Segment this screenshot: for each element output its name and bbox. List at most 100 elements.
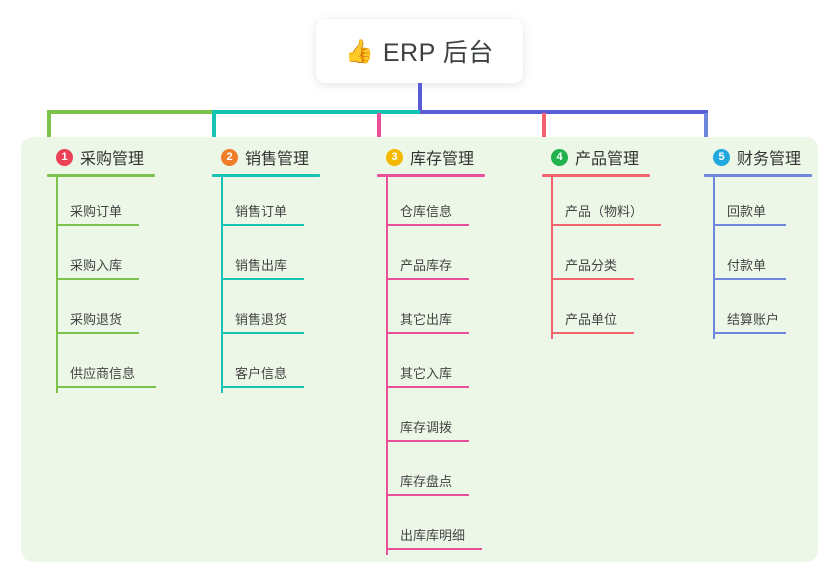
leaf-node[interactable]: 付款单 <box>695 231 815 285</box>
drop-line-3 <box>377 113 381 141</box>
leaf-node[interactable]: 结算账户 <box>695 285 815 339</box>
leaf-node[interactable]: 其它出库 <box>368 285 518 339</box>
leaf-node[interactable]: 产品单位 <box>533 285 683 339</box>
column-title-5: 财务管理 <box>737 151 802 168</box>
leaf-rule <box>713 224 786 226</box>
leaf-label: 产品分类 <box>565 258 618 273</box>
column-badge-2: 2 <box>221 148 238 166</box>
leaf-node[interactable]: 产品（物料） <box>533 177 683 231</box>
leaf-rule <box>221 386 304 388</box>
column-header-3[interactable]: 3 库存管理 <box>386 145 518 169</box>
leaf-rule <box>221 224 304 226</box>
column-spine-5 <box>713 177 715 339</box>
column-badge-3: 3 <box>386 148 403 166</box>
column-title-4: 产品管理 <box>575 151 640 168</box>
column-rule-2 <box>212 174 320 177</box>
column-badge-4: 4 <box>551 148 568 166</box>
leaf-rule <box>221 278 304 280</box>
column-header-2[interactable]: 2 销售管理 <box>221 145 353 169</box>
column-rule-1 <box>47 174 155 177</box>
leaf-rule <box>713 332 786 334</box>
drop-line-4 <box>542 113 546 141</box>
column-spine-2 <box>221 177 223 393</box>
leaf-node[interactable]: 销售出库 <box>203 231 353 285</box>
leaf-label: 库存盘点 <box>400 474 453 489</box>
column-items-4: 产品（物料） 产品分类产品单位 <box>533 177 683 339</box>
leaf-rule <box>386 224 469 226</box>
leaf-label: 销售订单 <box>235 204 288 219</box>
leaf-label: 产品单位 <box>565 312 618 327</box>
column-2: 2 销售管理销售订单销售出库销售退货客户信息 <box>203 145 353 393</box>
leaf-node[interactable]: 采购退货 <box>38 285 188 339</box>
leaf-label: 采购退货 <box>70 312 123 327</box>
leaf-rule <box>386 548 482 550</box>
leaf-node[interactable]: 采购入库 <box>38 231 188 285</box>
leaf-label: 供应商信息 <box>70 366 136 381</box>
leaf-rule <box>56 332 139 334</box>
column-4: 4 产品管理产品（物料） 产品分类产品单位 <box>533 145 683 339</box>
column-badge-1: 1 <box>56 148 73 166</box>
leaf-node[interactable]: 仓库信息 <box>368 177 518 231</box>
leaf-label: 出库库明细 <box>400 528 466 543</box>
leaf-label: 产品（物料） <box>565 204 644 219</box>
leaf-node[interactable]: 采购订单 <box>38 177 188 231</box>
column-rule-3 <box>377 174 485 177</box>
column-spine-1 <box>56 177 58 393</box>
leaf-node[interactable]: 客户信息 <box>203 339 353 393</box>
leaf-label: 销售退货 <box>235 312 288 327</box>
column-items-5: 回款单付款单结算账户 <box>695 177 815 339</box>
column-title-2: 销售管理 <box>245 151 310 168</box>
column-header-4[interactable]: 4 产品管理 <box>551 145 683 169</box>
leaf-rule <box>56 386 156 388</box>
column-badge-5: 5 <box>713 148 730 166</box>
column-title-3: 库存管理 <box>410 151 475 168</box>
drop-line-1 <box>47 113 51 141</box>
leaf-node[interactable]: 产品库存 <box>368 231 518 285</box>
leaf-label: 其它出库 <box>400 312 453 327</box>
leaf-node[interactable]: 其它入库 <box>368 339 518 393</box>
leaf-rule <box>386 386 469 388</box>
leaf-rule <box>221 332 304 334</box>
leaf-node[interactable]: 出库库明细 <box>368 501 518 555</box>
leaf-label: 付款单 <box>727 258 767 273</box>
leaf-label: 采购入库 <box>70 258 123 273</box>
leaf-node[interactable]: 库存盘点 <box>368 447 518 501</box>
connector-segment-teal <box>212 110 420 114</box>
diagram-panel <box>21 137 818 562</box>
leaf-node[interactable]: 回款单 <box>695 177 815 231</box>
leaf-node[interactable]: 产品分类 <box>533 231 683 285</box>
leaf-rule <box>56 224 139 226</box>
column-spine-4 <box>551 177 553 339</box>
leaf-label: 结算账户 <box>727 312 780 327</box>
leaf-rule <box>386 440 469 442</box>
column-items-3: 仓库信息产品库存其它出库其它入库库存调拨库存盘点出库库明细 <box>368 177 518 555</box>
leaf-label: 产品库存 <box>400 258 453 273</box>
root-node-card[interactable]: 👍 ERP 后台 <box>316 19 523 83</box>
column-rule-4 <box>542 174 650 177</box>
leaf-node[interactable]: 销售退货 <box>203 285 353 339</box>
leaf-rule <box>713 278 786 280</box>
leaf-label: 仓库信息 <box>400 204 453 219</box>
leaf-label: 库存调拨 <box>400 420 453 435</box>
leaf-label: 其它入库 <box>400 366 453 381</box>
leaf-node[interactable]: 库存调拨 <box>368 393 518 447</box>
leaf-node[interactable]: 供应商信息 <box>38 339 188 393</box>
leaf-rule <box>386 494 469 496</box>
leaf-rule <box>386 332 469 334</box>
leaf-rule <box>56 278 139 280</box>
column-spine-3 <box>386 177 388 555</box>
column-items-2: 销售订单销售出库销售退货客户信息 <box>203 177 353 393</box>
leaf-node[interactable]: 销售订单 <box>203 177 353 231</box>
leaf-label: 销售出库 <box>235 258 288 273</box>
column-header-5[interactable]: 5 财务管理 <box>713 145 815 169</box>
leaf-rule <box>551 332 634 334</box>
leaf-label: 采购订单 <box>70 204 123 219</box>
column-5: 5 财务管理回款单付款单结算账户 <box>695 145 815 339</box>
column-rule-5 <box>704 174 812 177</box>
column-3: 3 库存管理仓库信息产品库存其它出库其它入库库存调拨库存盘点出库库明细 <box>368 145 518 555</box>
root-stem-connector <box>418 83 422 114</box>
leaf-rule <box>551 224 661 226</box>
leaf-label: 回款单 <box>727 204 767 219</box>
